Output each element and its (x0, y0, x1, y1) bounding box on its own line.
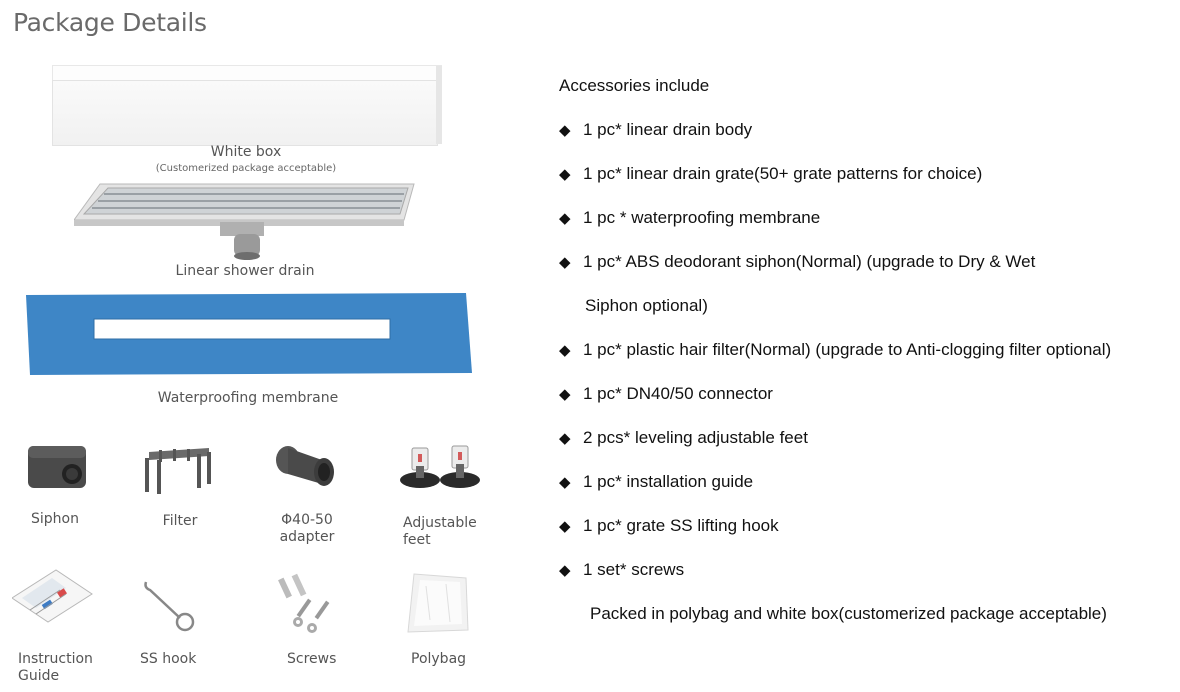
hook-label: SS hook (140, 651, 197, 667)
list-item: ◆1 pc* linear drain body (559, 120, 753, 139)
diamond-bullet-icon: ◆ (559, 518, 571, 535)
feet-icon (400, 445, 480, 488)
adapter-label: Φ40-50 adapter (262, 512, 352, 546)
list-item: ◆1 pc* grate SS lifting hook (559, 516, 779, 535)
diamond-bullet-icon: ◆ (559, 430, 571, 447)
diamond-bullet-icon: ◆ (559, 122, 571, 139)
list-item: ◆1 pc* linear drain grate(50+ grate patt… (559, 164, 983, 183)
guide-icon (12, 569, 93, 623)
list-item: ◆1 pc* ABS deodorant siphon(Normal) (upg… (559, 252, 1036, 271)
feet-label: Adjustable feet (403, 515, 477, 549)
adapter-icon (276, 446, 334, 486)
list-item: ◆1 set* screws (559, 560, 685, 579)
white-box-side (436, 66, 442, 144)
white-box-note: (Customerized package acceptable) (155, 163, 337, 174)
membrane-image (26, 293, 472, 375)
white-box-image (52, 80, 438, 146)
diamond-bullet-icon: ◆ (559, 166, 571, 183)
list-item: ◆1 pc * waterproofing membrane (559, 208, 821, 227)
linear-drain-image (74, 183, 415, 260)
diamond-bullet-icon: ◆ (559, 386, 571, 403)
guide-label-line1: Instruction (18, 651, 93, 667)
list-item: ◆1 pc* installation guide (559, 472, 754, 491)
polybag-label: Polybag (411, 651, 467, 667)
feet-label-line2: feet (403, 532, 431, 548)
linear-drain-label: Linear shower drain (175, 263, 315, 279)
list-item: ◆1 pc* plastic hair filter(Normal) (upgr… (559, 340, 1112, 359)
filter-label: Filter (162, 513, 198, 529)
polybag-icon (407, 573, 469, 633)
screws-label: Screws (287, 651, 337, 667)
list-item: ◆2 pcs* leveling adjustable feet (559, 428, 808, 447)
accessories-list: ◆1 pc* linear drain body ◆1 pc* linear d… (559, 120, 1111, 604)
accessories-heading: Accessories include (559, 76, 710, 95)
filter-icon (145, 448, 211, 494)
page-title: Package Details (13, 8, 207, 37)
diamond-bullet-icon: ◆ (559, 342, 571, 359)
hook-icon (144, 581, 195, 632)
membrane-label: Waterproofing membrane (157, 390, 339, 406)
adapter-label-line2: adapter (279, 529, 335, 545)
siphon-icon (28, 446, 86, 488)
white-box-label: White box (210, 144, 282, 160)
guide-label-line2: Guide (18, 668, 60, 684)
list-item: ◆1 pc* DN40/50 connector (559, 384, 773, 403)
siphon-label: Siphon (31, 511, 79, 527)
diamond-bullet-icon: ◆ (559, 562, 571, 579)
list-item-continuation: Siphon optional) (585, 296, 708, 315)
feet-label-line1: Adjustable (403, 515, 477, 531)
adapter-label-line1: Φ40-50 (281, 512, 333, 528)
diamond-bullet-icon: ◆ (559, 254, 571, 271)
screws-icon (278, 573, 330, 633)
packed-note: Packed in polybag and white box(customer… (590, 604, 1107, 623)
diamond-bullet-icon: ◆ (559, 474, 571, 491)
guide-label: Instruction Guide (18, 651, 93, 685)
diamond-bullet-icon: ◆ (559, 210, 571, 227)
